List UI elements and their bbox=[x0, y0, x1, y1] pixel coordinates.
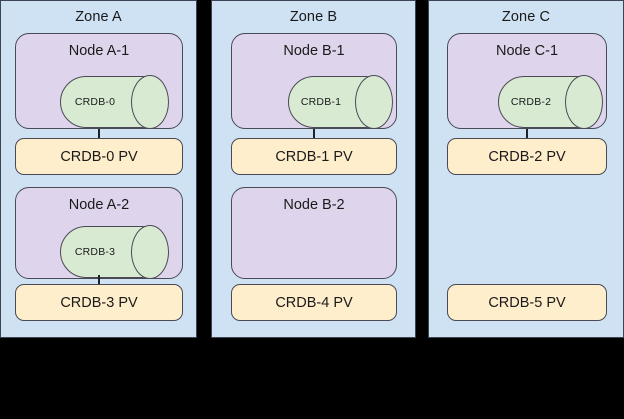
node-box-c-1[interactable]: Node C-1 CRDB-2 bbox=[447, 33, 607, 129]
connector-crdb-3-to-pv bbox=[98, 275, 100, 285]
connector-crdb-2-to-pv bbox=[526, 129, 528, 139]
database-label-crdb-2: CRDB-2 bbox=[510, 96, 552, 108]
volume-box-crdb-3-pv[interactable]: CRDB-3 PV bbox=[15, 284, 183, 321]
node-label-c-1: Node C-1 bbox=[495, 43, 559, 59]
database-cylinder-crdb-1[interactable]: CRDB-1 bbox=[288, 75, 393, 129]
zone-panel-a[interactable]: Zone A Node A-1 CRDB-0 CRDB-0 PV Node A-… bbox=[0, 0, 197, 338]
cylinder-cap-icon bbox=[131, 225, 169, 279]
database-cylinder-crdb-2[interactable]: CRDB-2 bbox=[498, 75, 603, 129]
zone-label-b: Zone B bbox=[289, 9, 338, 25]
node-label-b-2: Node B-2 bbox=[283, 197, 345, 213]
volume-box-crdb-5-pv[interactable]: CRDB-5 PV bbox=[447, 284, 607, 321]
zone-label-a: Zone A bbox=[75, 9, 122, 25]
node-box-a-2[interactable]: Node A-2 CRDB-3 bbox=[15, 187, 183, 279]
node-label-b-1: Node B-1 bbox=[283, 43, 345, 59]
cylinder-cap-icon bbox=[355, 75, 393, 129]
zone-panel-b[interactable]: Zone B Node B-1 CRDB-1 CRDB-1 PV Node B-… bbox=[211, 0, 416, 338]
connector-crdb-0-to-pv bbox=[98, 129, 100, 139]
node-box-b-2[interactable]: Node B-2 bbox=[231, 187, 397, 279]
cylinder-cap-icon bbox=[131, 75, 169, 129]
database-cylinder-crdb-3[interactable]: CRDB-3 bbox=[60, 225, 169, 279]
node-box-b-1[interactable]: Node B-1 CRDB-1 bbox=[231, 33, 397, 129]
connector-crdb-1-to-pv bbox=[313, 129, 315, 139]
database-label-crdb-1: CRDB-1 bbox=[300, 96, 342, 108]
node-box-a-1[interactable]: Node A-1 CRDB-0 bbox=[15, 33, 183, 129]
zone-panel-c[interactable]: Zone C Node C-1 CRDB-2 CRDB-2 PV CRDB-5 … bbox=[428, 0, 624, 338]
cylinder-cap-icon bbox=[565, 75, 603, 129]
zone-label-c: Zone C bbox=[501, 9, 551, 25]
volume-box-crdb-1-pv[interactable]: CRDB-1 PV bbox=[231, 138, 397, 175]
node-label-a-1: Node A-1 bbox=[68, 43, 130, 59]
volume-box-crdb-0-pv[interactable]: CRDB-0 PV bbox=[15, 138, 183, 175]
database-cylinder-crdb-0[interactable]: CRDB-0 bbox=[60, 75, 169, 129]
volume-box-crdb-2-pv[interactable]: CRDB-2 PV bbox=[447, 138, 607, 175]
node-label-a-2: Node A-2 bbox=[68, 197, 130, 213]
database-label-crdb-0: CRDB-0 bbox=[74, 96, 116, 108]
database-label-crdb-3: CRDB-3 bbox=[74, 246, 116, 258]
volume-box-crdb-4-pv[interactable]: CRDB-4 PV bbox=[231, 284, 397, 321]
